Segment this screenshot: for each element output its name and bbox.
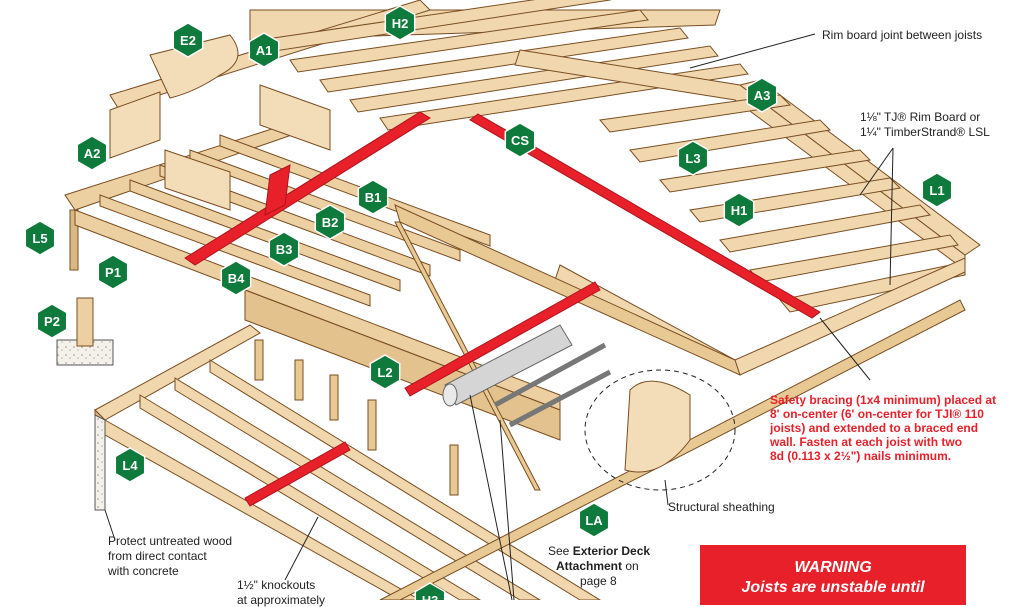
callout-label: L3: [685, 151, 700, 166]
warning-box: WARNING Joists are unstable until: [700, 545, 966, 605]
callout-a3: A3: [746, 77, 778, 113]
callout-label: E2: [180, 33, 196, 48]
callout-h1: H1: [723, 192, 755, 228]
callout-label: H3: [422, 593, 439, 600]
callout-l2: L2: [369, 354, 401, 390]
protect-note-2: from direct contact: [108, 549, 207, 563]
see-deck-note-2: Attachment on: [556, 559, 639, 573]
callout-b4: B4: [220, 260, 252, 296]
callout-label: A3: [754, 88, 771, 103]
leader-lines: [104, 33, 894, 601]
callout-a2: A2: [76, 135, 108, 171]
callout-label: CS: [511, 133, 529, 148]
callout-label: LA: [585, 513, 603, 528]
detail-circle: [584, 369, 736, 491]
callout-label: B3: [276, 242, 293, 257]
post-footing: [56, 297, 114, 366]
rim-board-label-2: 1¼" TimberStrand® LSL: [860, 125, 990, 139]
callout-label: L4: [122, 458, 138, 473]
warning-title: WARNING: [794, 559, 872, 576]
safety-bracing: [184, 111, 821, 507]
callout-label: L1: [929, 183, 944, 198]
callout-label: A1: [256, 43, 273, 58]
callout-a1: A1: [248, 32, 280, 68]
callout-h2: H2: [384, 5, 416, 41]
callout-b3: B3: [268, 231, 300, 267]
callout-label: H2: [392, 16, 409, 31]
rim-joint-label: Rim board joint between joists: [822, 28, 983, 42]
knockout-note-2: at approximately: [237, 593, 326, 607]
on-text: on: [625, 559, 639, 573]
knockout-note-1: 1½" knockouts: [237, 578, 316, 592]
safety-note-5: 8d (0.113 x 2½") nails minimum.: [770, 449, 952, 463]
protect-note-3: with concrete: [108, 564, 179, 578]
safety-note-2: 8' on-center (6' on-center for TJI® 110: [770, 407, 984, 421]
callout-label: P1: [105, 265, 121, 280]
safety-note-4: wall. Fasten at each joist with two: [770, 435, 963, 449]
safety-note-1: Safety bracing (1x4 minimum) placed at: [770, 393, 997, 407]
callout-p2: P2: [36, 303, 68, 339]
callout-l3: L3: [677, 140, 709, 176]
callout-label: L2: [377, 365, 392, 380]
callout-label: B4: [228, 271, 245, 286]
callout-la: LA: [578, 502, 610, 538]
callout-b1: B1: [357, 179, 389, 215]
callout-label: A2: [84, 146, 101, 161]
pipes: [442, 324, 612, 428]
warning-text: Joists are unstable until: [741, 579, 925, 596]
callout-l5: L5: [24, 220, 56, 256]
rim-board-label-1: 1⅛" TJ® Rim Board or: [860, 110, 981, 124]
callout-label: P2: [44, 314, 60, 329]
see-deck-page: page 8: [580, 574, 617, 588]
callout-l1: L1: [921, 172, 953, 208]
see-deck-link[interactable]: Exterior Deck: [572, 544, 651, 558]
attachment-text: Attachment: [556, 559, 623, 573]
sheathing-label: Structural sheathing: [668, 500, 775, 514]
see-text: See: [548, 544, 570, 558]
callout-label: H1: [731, 203, 748, 218]
protect-note-1: Protect untreated wood: [108, 534, 233, 548]
see-deck-note: See Exterior Deck: [548, 544, 650, 558]
sheathing-panels: [109, 34, 691, 473]
callout-label: B2: [322, 215, 339, 230]
callout-label: L5: [32, 231, 47, 246]
safety-note-3: joists) and extended to a braced end: [770, 421, 979, 435]
callout-e2: E2: [172, 22, 204, 58]
callout-p1: P1: [97, 254, 129, 290]
callout-label: B1: [365, 190, 382, 205]
callout-l4: L4: [114, 447, 146, 483]
callout-cs: CS: [504, 122, 536, 158]
callout-b2: B2: [314, 204, 346, 240]
